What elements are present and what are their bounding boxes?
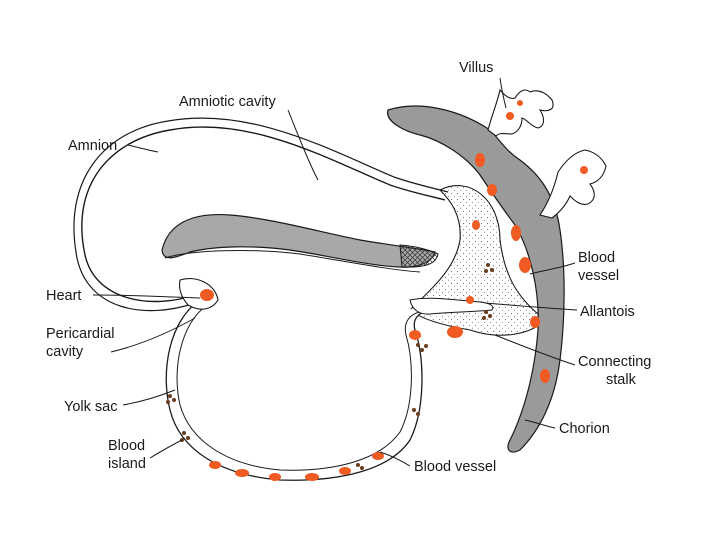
- label-villus: Villus: [459, 60, 493, 76]
- label-blood-vessel-right-line2: vessel: [578, 268, 619, 284]
- label-blood-island-line1: Blood: [108, 438, 145, 454]
- blood-island-dots: [166, 263, 494, 470]
- amnion-membrane: [73, 117, 449, 312]
- label-pericardial-cavity-line1: Pericardial: [46, 326, 115, 342]
- yolk-sac-inner: [176, 304, 421, 471]
- label-amnion: Amnion: [68, 138, 117, 154]
- embryo-body: [161, 213, 436, 268]
- label-connecting-stalk-line2: stalk: [606, 372, 637, 388]
- label-blood-vessel-bottom: Blood vessel: [414, 459, 496, 475]
- label-yolk-sac: Yolk sac: [64, 399, 117, 415]
- yolk-sac-wall: [165, 299, 431, 481]
- label-blood-island-line2: island: [108, 456, 146, 472]
- villus-upper: [487, 88, 554, 137]
- connecting-stalk-mesoderm: [409, 185, 546, 336]
- label-amniotic-cavity: Amniotic cavity: [179, 94, 276, 110]
- label-heart: Heart: [46, 288, 81, 304]
- label-allantois: Allantois: [580, 304, 635, 320]
- label-pericardial-cavity-line2: cavity: [46, 344, 84, 360]
- label-chorion: Chorion: [559, 421, 610, 437]
- chorion-tissue: [387, 105, 565, 453]
- embryo-underside: [164, 250, 421, 273]
- villus-lower: [539, 149, 607, 219]
- embryo-tail: [399, 244, 439, 268]
- label-connecting-stalk-line1: Connecting: [578, 354, 651, 370]
- pericardial-cavity: [178, 278, 219, 310]
- blood-spots: [200, 100, 588, 481]
- label-blood-vessel-right-line1: Blood: [578, 250, 615, 266]
- leader-lines: [92, 77, 578, 467]
